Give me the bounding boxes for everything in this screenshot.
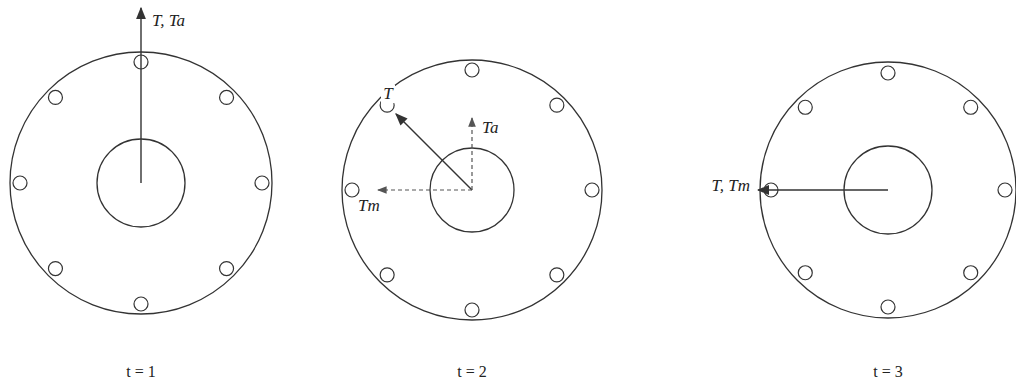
vector-label: T, Ta bbox=[150, 12, 187, 31]
vector-label: T, Tm bbox=[710, 177, 752, 196]
bolt-hole bbox=[220, 90, 234, 104]
bolt-hole bbox=[345, 183, 359, 197]
bolt-hole bbox=[134, 297, 148, 311]
component-arrow bbox=[378, 189, 472, 190]
bolt-hole bbox=[220, 262, 234, 276]
bolt-hole bbox=[798, 100, 812, 114]
disk-outline bbox=[342, 60, 602, 320]
time-caption: t = 2 bbox=[457, 363, 486, 381]
bolt-hole bbox=[465, 303, 479, 317]
bolt-hole bbox=[881, 66, 895, 80]
bolt-hole bbox=[255, 176, 269, 190]
component-arrow bbox=[471, 118, 472, 190]
time-caption: t = 1 bbox=[126, 363, 155, 381]
bolt-hole bbox=[13, 176, 27, 190]
bolt-hole bbox=[964, 266, 978, 280]
vector-arrow bbox=[140, 8, 141, 183]
bolt-hole bbox=[585, 183, 599, 197]
bolt-hole bbox=[48, 262, 62, 276]
bolt-hole bbox=[798, 266, 812, 280]
bolt-hole bbox=[48, 90, 62, 104]
vector-arrow bbox=[396, 114, 472, 190]
bolt-hole bbox=[465, 63, 479, 77]
vector-label: Ta bbox=[480, 119, 500, 138]
bolt-hole bbox=[380, 268, 394, 282]
bolt-hole bbox=[881, 300, 895, 314]
bolt-hole bbox=[998, 183, 1012, 197]
bolt-hole bbox=[964, 100, 978, 114]
bolt-hole bbox=[550, 98, 564, 112]
vector-label: T bbox=[381, 85, 394, 104]
vector-arrow bbox=[758, 189, 888, 190]
bolt-hole bbox=[550, 268, 564, 282]
vector-label: Tm bbox=[356, 197, 382, 216]
time-caption: t = 3 bbox=[873, 363, 902, 381]
